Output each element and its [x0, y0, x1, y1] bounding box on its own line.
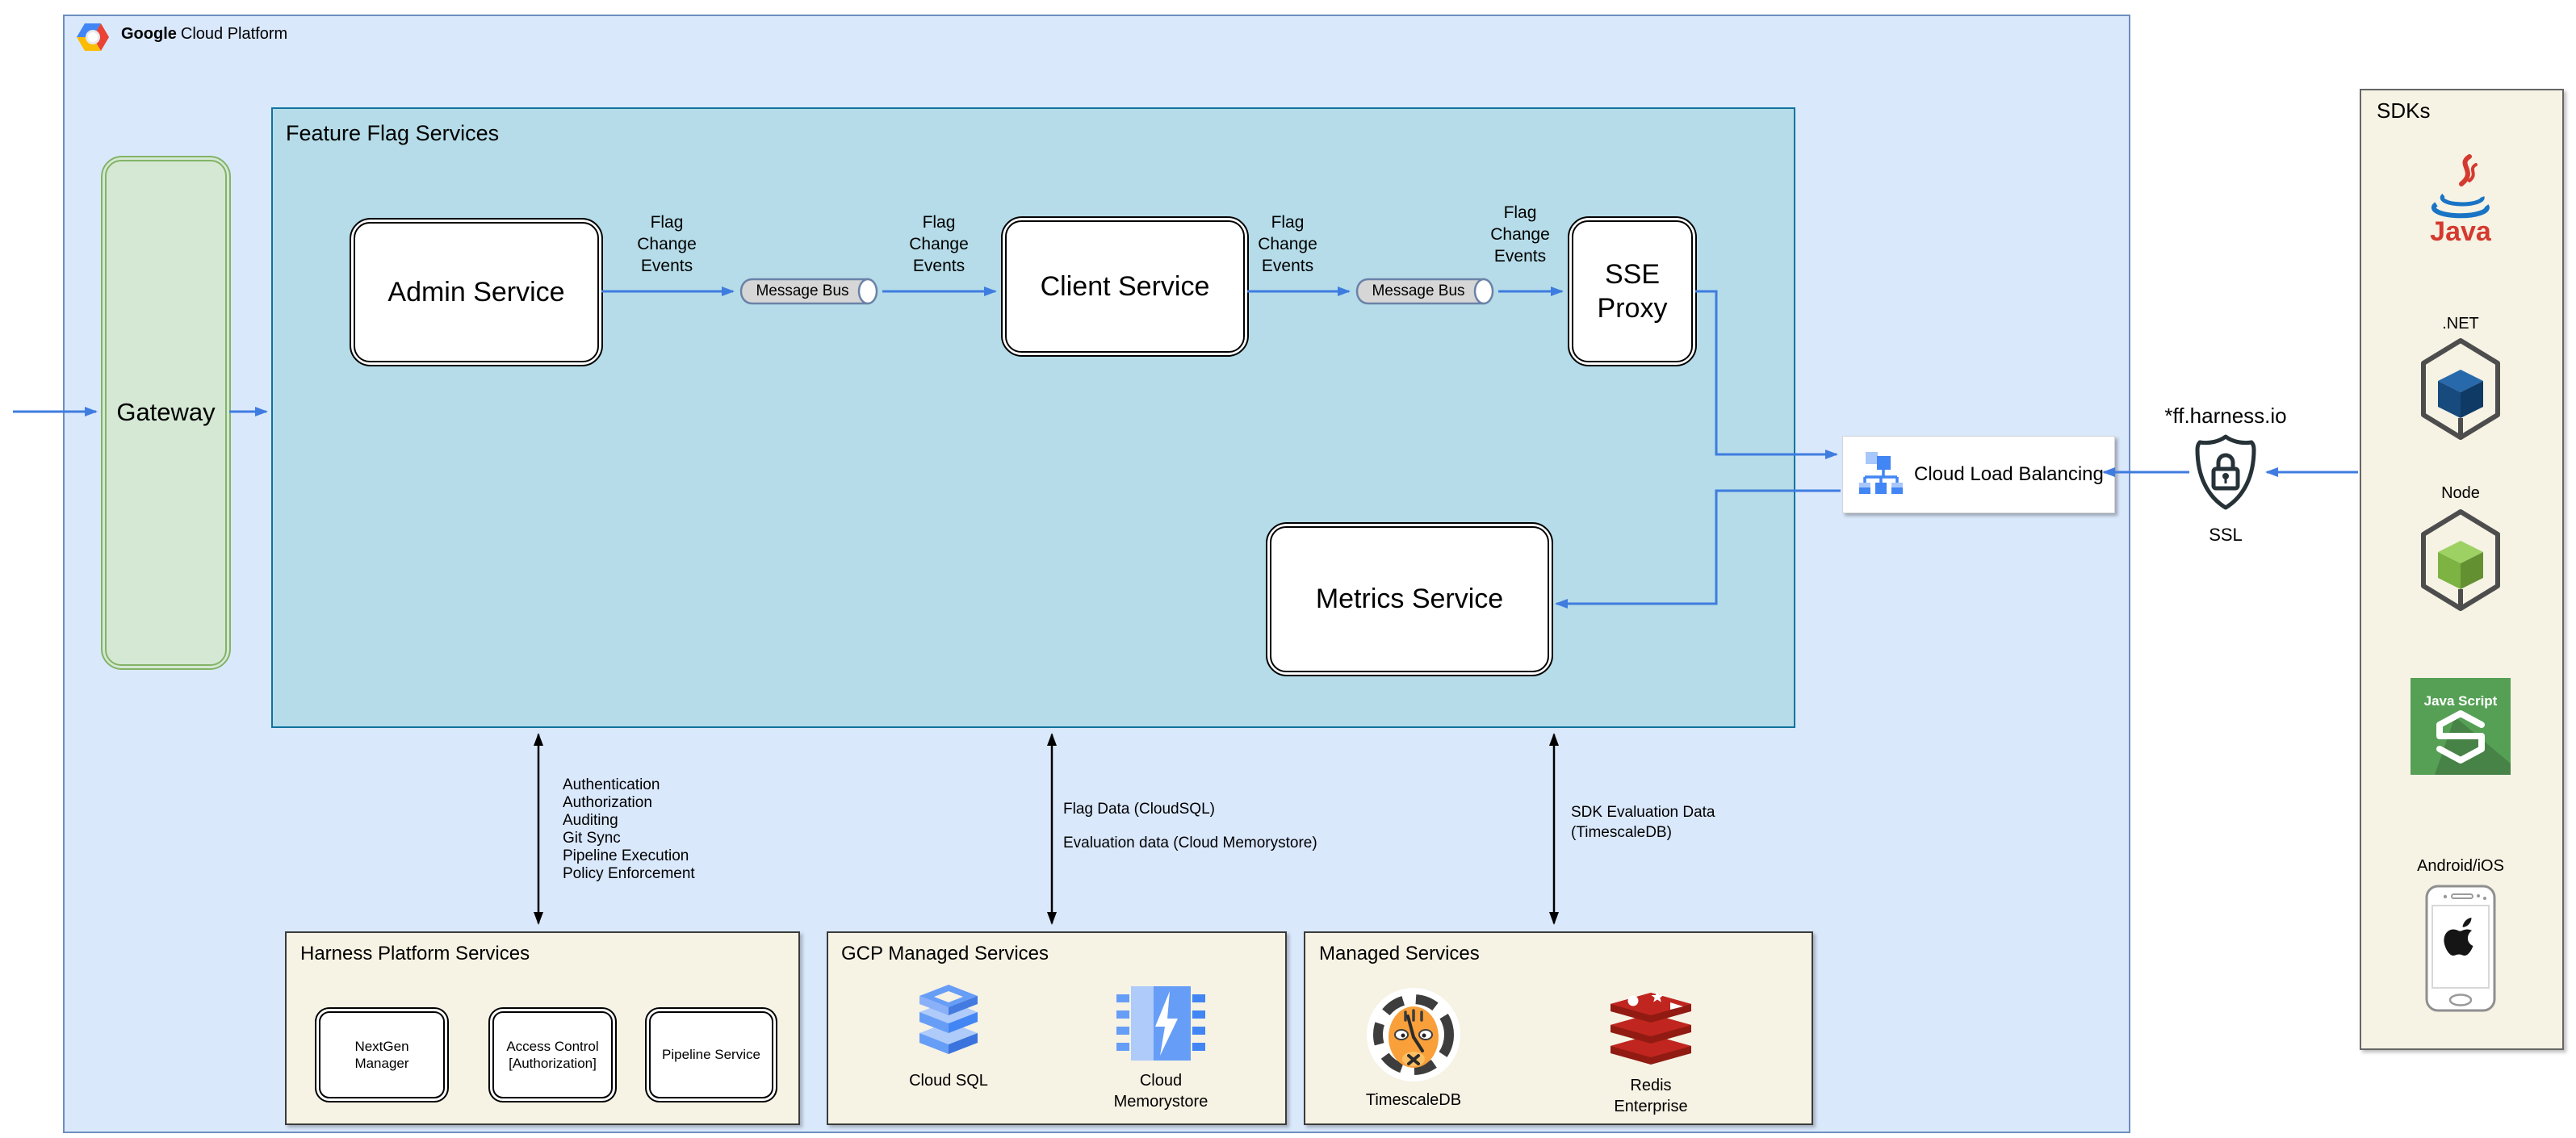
- message-bus-2-label: Message Bus: [1372, 282, 1465, 299]
- timescaledb-icon: [1367, 988, 1460, 1082]
- redis-icon: [1611, 991, 1691, 1065]
- admin-service-node: Admin Service: [350, 218, 603, 366]
- gateway-label: Gateway: [116, 398, 216, 427]
- link-label-git-sync: Git Sync: [563, 830, 621, 847]
- sse-proxy-label: SSE Proxy: [1597, 258, 1668, 324]
- link-label-policy-enforcement: Policy Enforcement: [563, 865, 695, 882]
- sse-proxy-node: SSE Proxy: [1568, 216, 1697, 366]
- cloud-memorystore-label: Cloud Memorystore: [1113, 1072, 1208, 1111]
- access-control-node: Access Control [Authorization]: [488, 1007, 617, 1102]
- node-label: Node: [2441, 484, 2480, 502]
- gateway-node: Gateway: [101, 156, 231, 670]
- gcp-managed-services-panel: [827, 931, 1287, 1125]
- dotnet-label: .NET: [2442, 315, 2479, 333]
- flag-change-events-label-4: Flag Change Events: [1490, 203, 1550, 266]
- harness-link-labels: Authentication Authorization Auditing Gi…: [563, 776, 695, 883]
- evaluation-data-label: Evaluation data (Cloud Memorystore): [1063, 835, 1317, 851]
- admin-service-label: Admin Service: [387, 276, 565, 308]
- access-control-label: Access Control [Authorization]: [506, 1038, 599, 1071]
- java-sdk-icon: Java: [2430, 154, 2492, 247]
- nextgen-manager-node: NextGen Manager: [315, 1007, 449, 1102]
- client-service-label: Client Service: [1040, 270, 1210, 302]
- cylinder-icon: [739, 278, 878, 305]
- feature-flag-services-title: Feature Flag Services: [286, 121, 500, 145]
- gcp-logo-icon: [77, 23, 109, 51]
- message-bus-1: Message Bus: [739, 278, 881, 305]
- message-bus-1-label: Message Bus: [756, 282, 849, 299]
- feature-flag-services-box: [271, 107, 1795, 728]
- java-label: Java: [2430, 216, 2492, 247]
- sdk-evaluation-data-label: SDK Evaluation Data (TimescaleDB): [1571, 804, 1715, 841]
- nextgen-manager-label: NextGen Manager: [354, 1038, 409, 1071]
- link-label-authentication: Authentication: [563, 776, 660, 793]
- cloud-sql-icon: [919, 985, 978, 1054]
- client-service-node: Client Service: [1001, 216, 1249, 357]
- flag-change-events-label-2: Flag Change Events: [909, 213, 969, 275]
- gcp-managed-services-title: GCP Managed Services: [841, 943, 1049, 964]
- link-label-pipeline-execution: Pipeline Execution: [563, 847, 689, 864]
- flag-data-label: Flag Data (CloudSQL): [1063, 801, 1215, 818]
- gcp-header-rest: Cloud Platform: [180, 24, 288, 43]
- android-ios-label: Android/iOS: [2417, 857, 2504, 875]
- pipeline-service-label: Pipeline Service: [662, 1047, 760, 1063]
- sdks-panel-title: SDKs: [2377, 98, 2431, 123]
- mobile-phone-apple-icon: [2425, 885, 2496, 1012]
- javascript-label: Java Script: [2424, 693, 2498, 709]
- gcp-header-title: Google Cloud Platform: [121, 23, 287, 45]
- ssl-shield-lock-icon: [2195, 434, 2256, 510]
- cloud-memorystore-icon: [1116, 986, 1205, 1061]
- flag-change-events-label-1: Flag Change Events: [637, 213, 697, 275]
- harness-platform-services-title: Harness Platform Services: [300, 943, 530, 964]
- cloud-load-balancing-label: Cloud Load Balancing: [1914, 463, 2104, 485]
- gcp-header-brand: Google: [121, 24, 177, 43]
- cloud-load-balancing-node: Cloud Load Balancing: [1842, 436, 2115, 513]
- cloud-sql-label: Cloud SQL: [909, 1072, 988, 1090]
- flag-change-events-label-3: Flag Change Events: [1258, 213, 1317, 275]
- managed-services-title: Managed Services: [1319, 943, 1480, 964]
- domain-label: *ff.harness.io: [2164, 404, 2287, 428]
- ssl-label: SSL: [2209, 525, 2243, 545]
- timescaledb-label: TimescaleDB: [1365, 1091, 1462, 1109]
- node-package-icon: [2421, 509, 2500, 611]
- cylinder-icon: [1355, 278, 1494, 305]
- load-balancer-icon: [1859, 452, 1903, 494]
- javascript-sdk-icon: Java Script: [2411, 678, 2511, 775]
- message-bus-2: Message Bus: [1355, 278, 1497, 305]
- metrics-service-label: Metrics Service: [1315, 584, 1504, 615]
- dotnet-package-icon: [2421, 338, 2500, 440]
- link-label-auditing: Auditing: [563, 812, 618, 829]
- metrics-service-node: Metrics Service: [1266, 522, 1553, 676]
- pipeline-service-node: Pipeline Service: [645, 1007, 777, 1102]
- redis-enterprise-label: Redis Enterprise: [1614, 1077, 1688, 1115]
- link-label-authorization: Authorization: [563, 794, 652, 811]
